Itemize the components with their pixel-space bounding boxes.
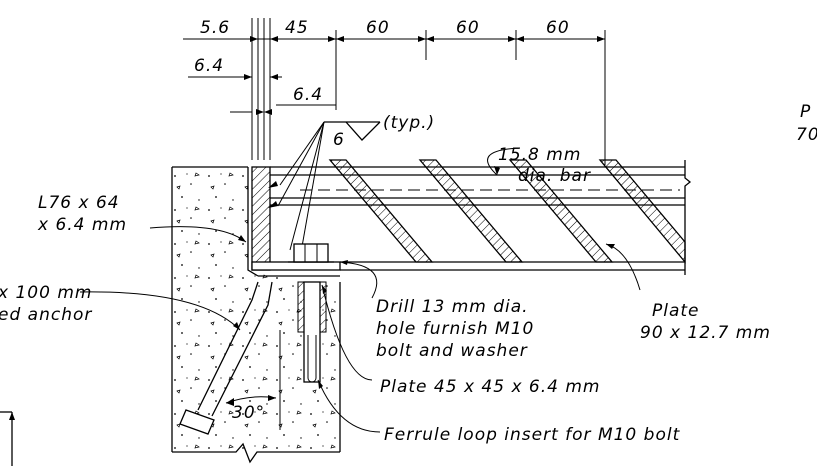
bar-label-2: dia. bar bbox=[518, 166, 591, 186]
dim-6.4-right: 6.4 bbox=[293, 85, 323, 105]
dim-60-b: 60 bbox=[456, 18, 480, 38]
edge-fragment bbox=[0, 411, 15, 466]
leader-lines bbox=[79, 147, 641, 433]
drill-label-1: Drill 13 mm dia. bbox=[376, 297, 529, 317]
plate-label-2: 90 x 12.7 mm bbox=[640, 323, 771, 343]
bar-label-1: 15.8 mm bbox=[498, 145, 581, 165]
anchor-bar bbox=[179, 281, 281, 435]
plate45-label: Plate 45 x 45 x 6.4 mm bbox=[380, 377, 600, 397]
bolt-assembly bbox=[288, 243, 334, 383]
edge-label-bottom: 70 bbox=[796, 125, 817, 145]
concrete-wall bbox=[171, 166, 341, 464]
dim-45: 45 bbox=[285, 18, 309, 38]
weld-note: (typ.) bbox=[383, 113, 435, 133]
angle-degree: 30° bbox=[232, 403, 265, 423]
plate-label-1: Plate bbox=[652, 301, 700, 321]
steel-angle bbox=[251, 166, 341, 271]
dim-5.6: 5.6 bbox=[200, 18, 230, 38]
drill-label-3: bolt and washer bbox=[376, 341, 528, 361]
bearing-bars bbox=[328, 159, 686, 264]
dim-60-c: 60 bbox=[546, 18, 570, 38]
weld-size: 6 bbox=[333, 130, 345, 150]
weld-symbol bbox=[268, 121, 381, 259]
angle-label-1: L76 x 64 bbox=[38, 193, 120, 213]
ferrule-label: Ferrule loop insert for M10 bolt bbox=[384, 425, 681, 445]
anchor-label-2: ed anchor bbox=[0, 305, 92, 325]
drill-label-2: hole furnish M10 bbox=[376, 319, 534, 339]
dim-6.4-left: 6.4 bbox=[194, 56, 224, 76]
dim-60-a: 60 bbox=[366, 18, 390, 38]
dimension-lines bbox=[183, 18, 606, 165]
anchor-label-1: x 100 mm bbox=[0, 283, 92, 303]
edge-label-top: P bbox=[800, 102, 811, 122]
angle-label-2: x 6.4 mm bbox=[37, 215, 127, 235]
